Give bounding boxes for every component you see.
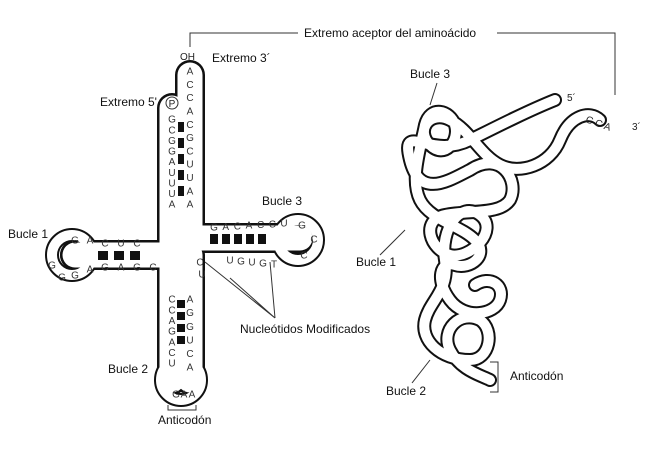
base-ttop-4: C [257,220,264,231]
base-dbot-5: A [118,263,125,274]
base-tbot-1: G [237,257,245,268]
base-ttop-1: A [222,222,229,233]
base-acc3-10: A [187,200,194,211]
base-ttop-2: C [234,221,241,232]
anticodon-label: Anticodón [158,413,211,427]
acceptor-stem-pairs [178,122,184,196]
base-acl-6: U [168,359,175,370]
base-acc5-5: U [168,168,175,179]
base-ttop-0: G [210,223,218,234]
base-acl-3: G [168,327,176,338]
right-anticodon-label: Anticodón [510,369,563,383]
base-dtop-3: U [117,239,124,250]
base-dbot-2: G [71,271,79,282]
base-acl-2: A [169,316,176,327]
base-ttop-3: A [246,221,253,232]
base-dbot-7: C [149,263,156,274]
base-acc5-6: U [168,178,175,189]
base-tloop-1: C [310,235,317,246]
base-acc3-3: A [187,107,194,118]
right-loop3-label: Bucle 3 [410,67,450,81]
loop2-label: Bucle 2 [108,362,148,376]
anticodon-arm-pairs [177,300,185,344]
modified-label: Nucleótidos Modificados [240,322,370,336]
base-acc5-1: C [168,125,175,136]
right-loop3-pointer [429,82,438,106]
right-loop2-pointer [411,359,431,384]
base-tloop-2: C [300,251,307,262]
modified-pointer-lines [204,261,276,319]
base-acl-0: C [168,295,175,306]
right-cca-label: C C A [584,114,613,133]
base-dbot-0: G [48,261,56,272]
phosphate-label: P [169,99,176,110]
base-acr-3: U [186,335,193,346]
base-ttop-6: U [280,219,287,230]
phosphate-circle [165,96,179,110]
base-dbot-3: A [87,265,94,276]
base-dtop-1: A [87,236,94,247]
end3-label: Extremo 3´ [212,51,271,65]
base-tbot-3: G [259,259,267,270]
t-arm-pairs [210,234,266,244]
base-acc3-0: A [187,67,194,78]
right-loop2-label: Bucle 2 [386,384,426,398]
acceptor-label: Extremo aceptor del aminoácido [304,26,476,40]
base-acl-4: A [169,337,176,348]
base-acr-2: G [186,322,194,333]
end5-label: Extremo 5' [100,95,157,109]
base-acc3-7: U [186,160,193,171]
base-dbot-6: G [133,263,141,274]
base-acr-1: G [186,308,194,319]
base-acr-4: C [186,349,193,360]
base-dtop-4: C [133,239,140,250]
right-anticodon-bracket [490,361,499,393]
d-arm-pairs [98,251,140,260]
base-acl-5: C [168,348,175,359]
right-5prime-label: 5´ [567,92,576,104]
base-ttop-5: C [269,219,276,230]
base-acc3-6: C [186,146,193,157]
base-acc3-5: G [186,133,194,144]
base-acc3-2: C [186,93,193,104]
acceptor-leader-line [189,32,616,95]
base-dtop-0: G [71,236,79,247]
base-acc3-9: A [187,186,194,197]
loop1-label: Bucle 1 [8,227,48,241]
base-tbot-2: U [248,258,255,269]
base-acc5-7: U [168,189,175,200]
base-dbot-1: G [58,273,66,284]
base-acc5-4: A [169,157,176,168]
base-tloop-0: G [298,221,306,232]
base-acc3-4: C [186,120,193,131]
right-loop1-pointer [379,229,406,256]
base-acl-1: C [168,305,175,316]
base-acc3-8: U [186,173,193,184]
right-3prime-label: 3´ [632,121,641,133]
anticodon-bracket [167,405,197,411]
right-loop1-label: Bucle 1 [356,255,396,269]
base-tbot-4: T [271,260,277,271]
oh-label: OH [180,52,195,63]
base-dtop-2: C [101,239,108,250]
base-acr-5: A [187,363,194,374]
tertiary-structure: 5´ C C A 3´ Bucle 3 Bucle 1 Bucle 2 Anti… [356,67,641,398]
base-acc5-3: G [168,147,176,158]
base-acr-0: A [187,295,194,306]
base-tbot-0: U [226,256,233,267]
base-acc5-0: G [168,115,176,126]
base-var-1: U [198,270,205,281]
base-acc5-8: A [169,200,176,211]
base-acc5-2: G [168,136,176,147]
base-acc3-1: C [186,80,193,91]
loop3-label: Bucle 3 [262,194,302,208]
base-acloop-1: A [181,390,188,401]
base-var-0: C [196,258,203,269]
base-acloop-0: G [172,390,180,401]
base-dbot-4: G [101,263,109,274]
base-acloop-2: A [189,390,196,401]
